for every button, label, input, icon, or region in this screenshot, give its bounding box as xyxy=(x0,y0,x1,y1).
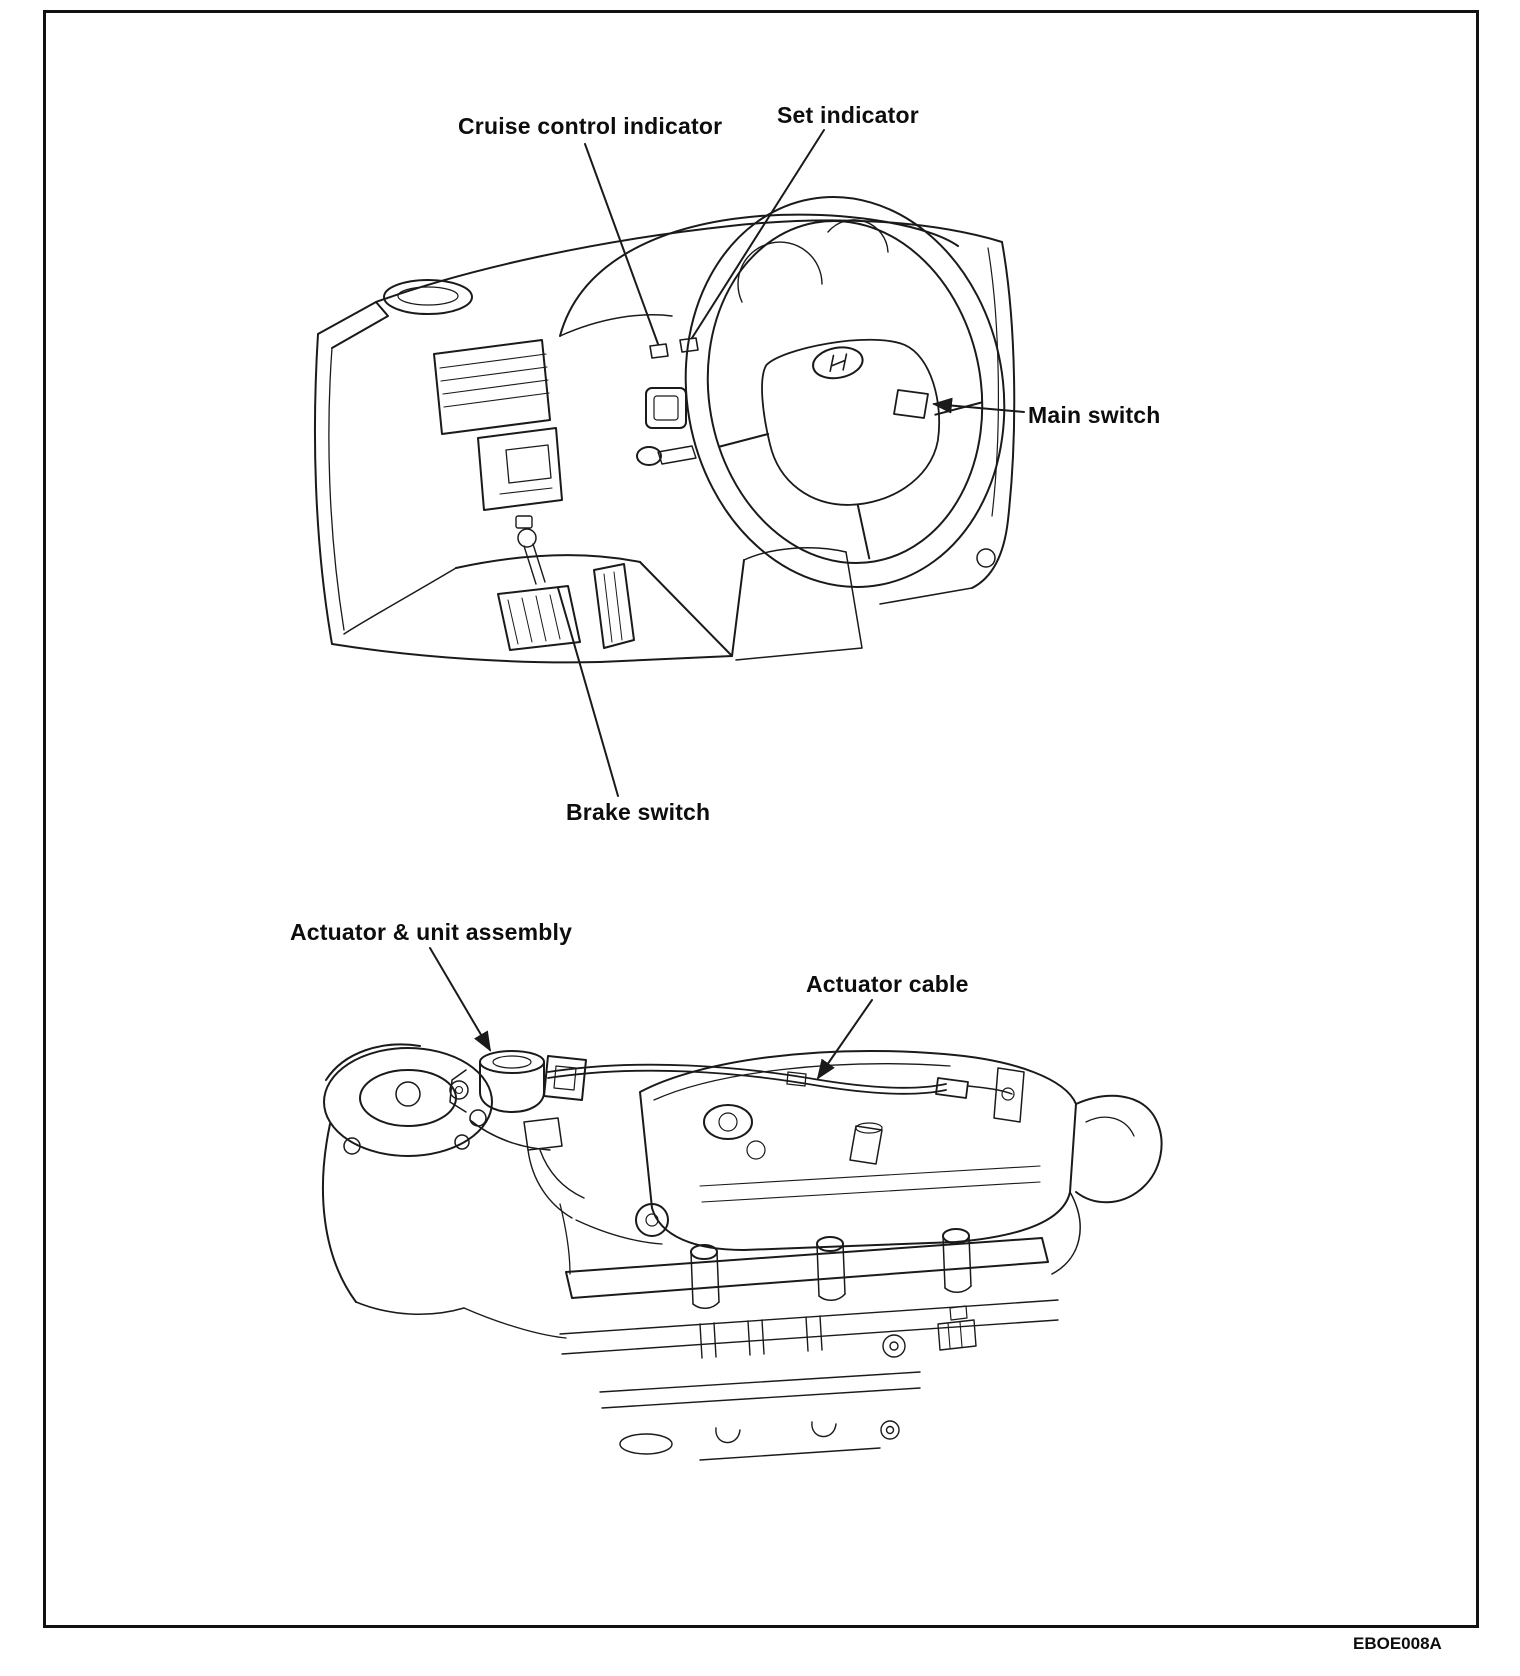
brake-switch-leader xyxy=(557,587,619,797)
ignition-key xyxy=(636,445,697,466)
indicator-lamps xyxy=(649,337,699,359)
throttle-linkage xyxy=(993,1067,1025,1123)
set-indicator-leader xyxy=(691,129,825,339)
strut-tower xyxy=(322,1043,567,1339)
leader-lines-bottom xyxy=(429,947,873,1080)
brake-switch-label: Brake switch xyxy=(566,799,711,825)
actuator-assembly-drawing xyxy=(449,1050,587,1219)
figure-code: EBOE008A xyxy=(1353,1634,1442,1653)
hazard-display xyxy=(645,387,687,429)
dash-air-vent xyxy=(383,279,473,315)
steering-column xyxy=(735,547,863,661)
oil-cap xyxy=(559,1203,669,1275)
brake-switch-drawing xyxy=(515,515,546,585)
main-switch-label: Main switch xyxy=(1028,402,1161,428)
valve-cover xyxy=(639,1050,1077,1251)
main-switch-drawing xyxy=(893,389,929,419)
steering-wheel xyxy=(684,196,1006,588)
actuator-cable-label: Actuator cable xyxy=(806,971,969,997)
cruise-indicator-leader xyxy=(584,143,659,345)
intake-hose xyxy=(1051,1094,1163,1275)
actuator-unit-assembly-label: Actuator & unit assembly xyxy=(290,919,573,945)
brake-pedal xyxy=(497,585,581,651)
dashboard-illustration xyxy=(313,129,1025,797)
set-indicator-label: Set indicator xyxy=(777,102,919,128)
actuator-assembly-leader xyxy=(429,947,492,1052)
center-stack-vents xyxy=(433,339,563,511)
cruise-control-indicator-label: Cruise control indicator xyxy=(458,113,723,139)
hyundai-logo-icon xyxy=(812,346,864,380)
accelerator-pedal xyxy=(593,563,635,649)
figure-border xyxy=(43,10,1479,1628)
engine-illustration xyxy=(322,947,1163,1461)
instrument-cluster xyxy=(559,213,959,337)
ignition-coils xyxy=(565,1228,1049,1309)
main-switch-leader xyxy=(932,397,1025,414)
actuator-cable-leader xyxy=(816,999,873,1080)
engine-block-details xyxy=(559,1299,1059,1461)
dashboard-outline xyxy=(313,219,1016,664)
actuator-cable-drawing xyxy=(547,1063,1013,1099)
leader-lines-top xyxy=(557,129,1025,797)
